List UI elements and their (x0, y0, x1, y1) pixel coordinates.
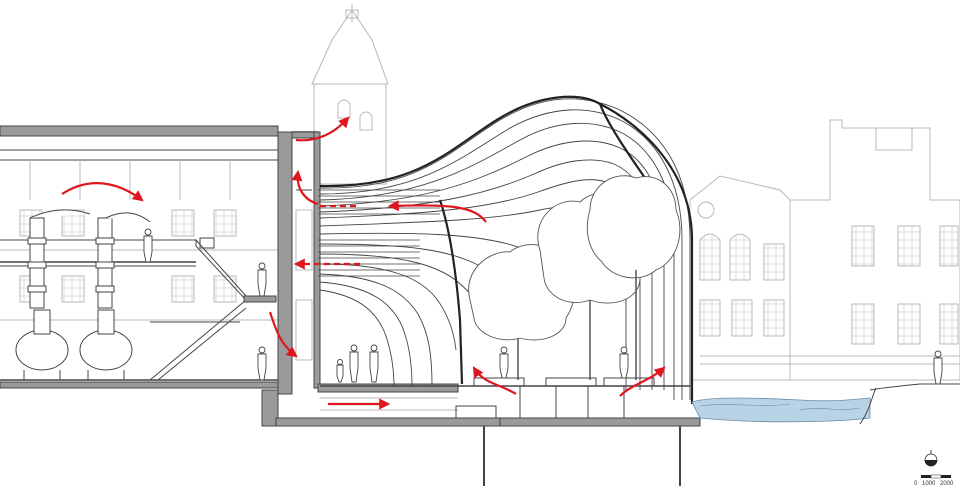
person-figure (257, 346, 267, 381)
human-figures (143, 228, 943, 385)
airflow-arrow (619, 366, 666, 397)
service-shaft (277, 131, 321, 395)
background-chapel-tower (311, 4, 389, 185)
person-figure (499, 346, 509, 379)
scale-label-2000: 2000 (940, 481, 954, 487)
airflow-arrow (472, 366, 517, 395)
background-chapel-right (689, 175, 791, 381)
background-house-far-right (700, 119, 960, 381)
north-arrow-icon (924, 450, 938, 467)
glasshouse-trees (468, 175, 681, 380)
airflow-arrows (61, 116, 666, 410)
airflow-arrow (291, 169, 319, 206)
scale-label-1000: 1000 (922, 481, 936, 487)
basement (261, 383, 701, 486)
person-figure (257, 262, 267, 297)
copper-still-left (15, 209, 91, 380)
airflow-arrow (387, 200, 487, 223)
copper-still-right (79, 212, 151, 380)
airflow-arrow (295, 116, 350, 142)
river (691, 383, 960, 425)
person-figure (619, 346, 629, 379)
airflow-arrow (268, 311, 298, 358)
scale-bar: 0 1000 2000 (914, 474, 954, 487)
person-figure (143, 228, 153, 263)
scale-label-0: 0 (914, 481, 918, 487)
air-duct-bundles (318, 189, 440, 277)
person-figure (369, 344, 379, 383)
person-figure (336, 359, 344, 383)
person-figure (349, 344, 359, 383)
person-figure (933, 350, 943, 385)
airflow-arrow (61, 182, 144, 202)
